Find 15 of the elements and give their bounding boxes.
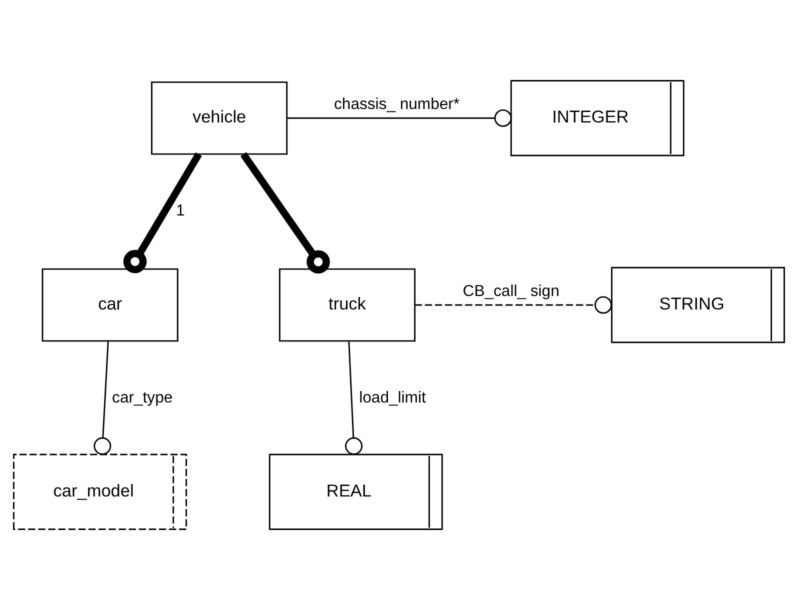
edge-label: chassis_ number* — [334, 96, 460, 114]
node-box: car — [42, 268, 178, 342]
connector — [94, 341, 112, 455]
edge-label: CB_call_ sign — [462, 283, 560, 300]
edge-label: 1 — [176, 202, 185, 220]
edge-label: load_limit — [359, 389, 426, 406]
node-box: vehicle — [151, 81, 288, 155]
connector — [240, 152, 330, 274]
node-box: STRING — [611, 266, 785, 344]
connector — [286, 109, 512, 127]
edge-label: car_type — [112, 389, 173, 406]
connector — [414, 296, 612, 314]
connector — [123, 152, 202, 274]
connector — [345, 341, 363, 455]
node-box: truck — [278, 268, 416, 342]
